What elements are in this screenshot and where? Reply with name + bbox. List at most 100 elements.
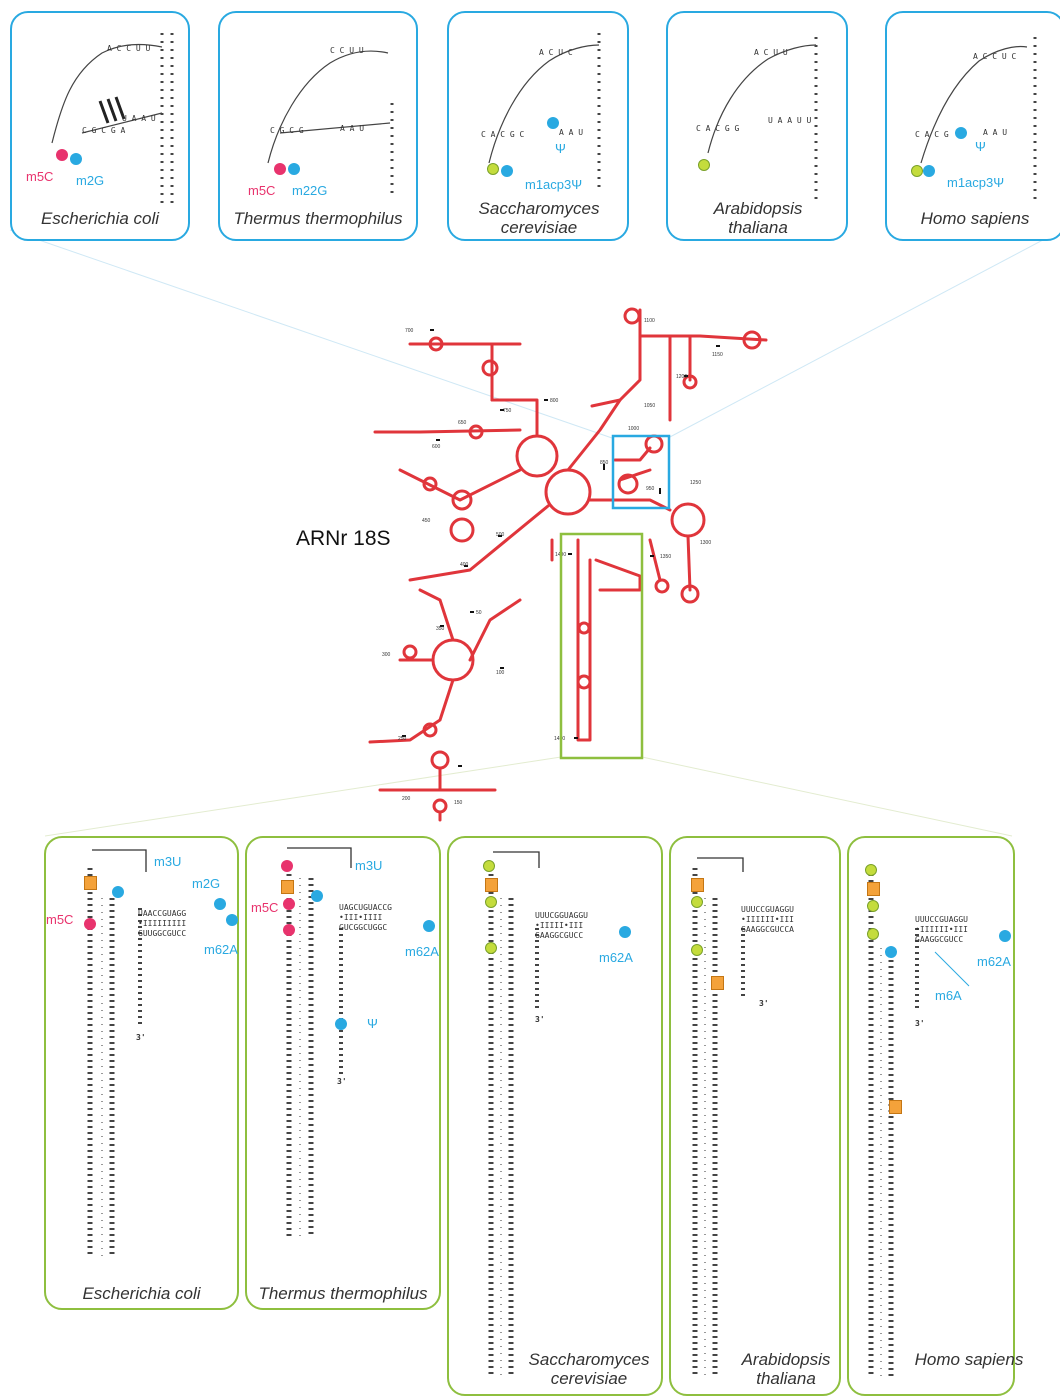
modified-base-green-icon (485, 942, 497, 954)
mod-label: m62A (204, 942, 238, 957)
species-label: Arabidopsis thaliana (721, 1350, 851, 1388)
m62a-marker-icon (226, 914, 238, 926)
nt-number: 700 (405, 328, 414, 334)
svg-text:UUUCCGUAGGU: UUUCCGUAGGU (741, 905, 794, 914)
nt-number: 1050 (644, 403, 655, 409)
nt-number: 850 (600, 460, 609, 466)
svg-text:UUUCCGUAGGU: UUUCCGUAGGU (915, 915, 968, 924)
m6a-marker-icon (885, 946, 897, 958)
modified-base-green-icon (483, 860, 495, 872)
svg-text:UAGCUGUACCG: UAGCUGUACCG (339, 903, 392, 912)
svg-text:3': 3' (535, 1015, 545, 1024)
nt-number: 1200 (676, 374, 687, 380)
nt-number: 350 (436, 626, 445, 632)
nt-number: 1250 (690, 480, 701, 486)
nt-number: 950 (646, 486, 655, 492)
nt-number: 750 (503, 408, 512, 414)
svg-text:3': 3' (337, 1077, 347, 1086)
mod-label: m5C (251, 900, 278, 915)
mod-label: Ψ (367, 1016, 378, 1031)
nt-number: 100 (496, 670, 505, 676)
nt-number: 250 (398, 736, 407, 742)
highlight-box-green (561, 534, 642, 758)
m2g-marker-icon (214, 898, 226, 910)
helix-diagram-homo-bottom: UUUCCGUAGGU •IIIIII•III GAAGGCGUCC 3' (849, 838, 1017, 1398)
m3u-marker-icon (311, 890, 323, 902)
nt-number: 800 (550, 398, 559, 404)
nt-number: 1350 (660, 554, 671, 560)
svg-text:3': 3' (759, 999, 769, 1008)
bottom-panel-arabidopsis: UUUCCGUAGGU •IIIIII•III GAAGGCGUCCA 3' A… (669, 836, 841, 1396)
nt-number: 1450 (554, 736, 565, 742)
svg-text:•III•IIII: •III•IIII (339, 913, 383, 922)
svg-text:GAAGGCGUCC: GAAGGCGUCC (535, 931, 583, 940)
modified-base-green-icon (485, 896, 497, 908)
mod-label: m62A (599, 950, 633, 965)
m3u-marker-icon (112, 886, 124, 898)
modified-base-orange-icon (889, 1100, 902, 1114)
svg-text:3': 3' (915, 1019, 925, 1028)
modified-base-green-icon (691, 896, 703, 908)
svg-text:UUUCGGUAGGU: UUUCGGUAGGU (535, 911, 588, 920)
species-label: Homo sapiens (909, 1350, 1029, 1369)
modified-base-orange-icon (485, 878, 498, 892)
modified-base-orange-icon (691, 878, 704, 892)
svg-text:•IIIII•III: •IIIII•III (535, 921, 583, 930)
svg-text:GAAGGCGUCC: GAAGGCGUCC (915, 935, 963, 944)
mod-label: m5C (46, 912, 73, 927)
nt-number: 500 (496, 532, 505, 538)
m5c-marker-icon (281, 860, 293, 872)
svg-text:UAACCGUAGG: UAACCGUAGG (138, 909, 186, 918)
psi-marker-icon (335, 1018, 347, 1030)
m62a-marker-icon (423, 920, 435, 932)
main-title: ARNr 18S (296, 527, 391, 551)
mod-label: m62A (977, 954, 1011, 969)
m62a-marker-icon (619, 926, 631, 938)
helix-diagram-arabidopsis-bottom: UUUCCGUAGGU •IIIIII•III GAAGGCGUCCA 3' (671, 838, 843, 1398)
mod-label: m3U (355, 858, 382, 873)
nt-number: 50 (476, 610, 482, 616)
bottom-panel-ecoli: UAACCGUAGG •IIIIIIIII GUUGGCGUCC 3' m3U … (44, 836, 239, 1310)
modified-base-green-icon (867, 900, 879, 912)
nt-number: 150 (454, 800, 463, 806)
mod-label: m62A (405, 944, 439, 959)
nt-number: 1150 (712, 352, 723, 358)
mod-label: m2G (192, 876, 220, 891)
modified-base-green-icon (865, 864, 877, 876)
helix-diagram-saccharomyces-bottom: UUUCGGUAGGU •IIIII•III GAAGGCGUCC 3' (449, 838, 665, 1398)
nt-number: 1000 (628, 426, 639, 432)
m5c-marker-icon (84, 918, 96, 930)
modified-base-orange-icon (84, 876, 97, 890)
helix-diagram-ecoli-bottom: UAACCGUAGG •IIIIIIIII GUUGGCGUCC 3' (46, 838, 241, 1312)
nt-number: 600 (432, 444, 441, 450)
bottom-panel-thermus: UAGCUGUACCG •III•IIII GUCGGCUGGC 3' m3U … (245, 836, 441, 1310)
species-label: Escherichia coli (46, 1284, 237, 1303)
modified-base-green-icon (691, 944, 703, 956)
mod-label: m6A (935, 988, 962, 1003)
svg-text:•IIIIIIIII: •IIIIIIIII (138, 919, 186, 928)
species-label: Saccharomyces cerevisiae (509, 1350, 669, 1388)
bottom-panel-homo: UUUCCGUAGGU •IIIIII•III GAAGGCGUCC 3' m6… (847, 836, 1015, 1396)
m5c-marker-icon (283, 924, 295, 936)
modified-base-orange-icon (867, 882, 880, 896)
species-label: Thermus thermophilus (247, 1284, 439, 1303)
m5c-marker-icon (283, 898, 295, 910)
svg-text:•IIIIII•III: •IIIIII•III (915, 925, 968, 934)
nt-number: 200 (402, 796, 411, 802)
nt-number: 400 (460, 562, 469, 568)
nt-number: 450 (422, 518, 431, 524)
modified-base-orange-icon (711, 976, 724, 990)
nt-number: 300 (382, 652, 391, 658)
svg-text:3': 3' (136, 1033, 146, 1042)
modified-base-orange-icon (281, 880, 294, 894)
svg-text:•IIIIII•III: •IIIIII•III (741, 915, 794, 924)
nt-number: 650 (458, 420, 467, 426)
m62a-marker-icon (999, 930, 1011, 942)
nt-number: 1300 (700, 540, 711, 546)
mod-label: m3U (154, 854, 181, 869)
svg-text:GUCGGCUGGC: GUCGGCUGGC (339, 923, 387, 932)
nt-number: 1100 (644, 318, 655, 324)
svg-text:GUUGGCGUCC: GUUGGCGUCC (138, 929, 186, 938)
bottom-panel-saccharomyces: UUUCGGUAGGU •IIIII•III GAAGGCGUCC 3' m62… (447, 836, 663, 1396)
modified-base-green-icon (867, 928, 879, 940)
